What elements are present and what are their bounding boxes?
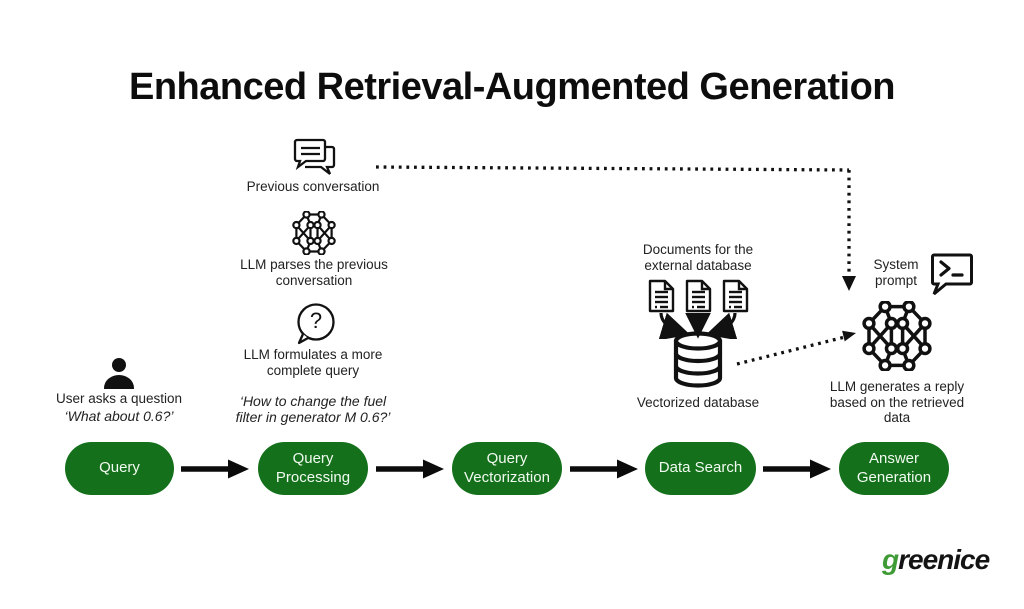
- system-prompt-label: System prompt: [873, 257, 919, 288]
- database-cylinder-icon: [673, 331, 723, 388]
- flow-arrow-icon: [570, 459, 638, 479]
- document-icon: [722, 279, 749, 313]
- documents-caption: Documents for the external database: [642, 242, 754, 273]
- chat-bubbles-icon: [293, 138, 336, 175]
- svg-text:?: ?: [310, 308, 322, 333]
- question-bubble-icon: ?: [297, 303, 335, 345]
- logo-rest: reenice: [898, 544, 990, 575]
- flow-step-answer-generation: Answer Generation: [839, 442, 949, 495]
- flow-arrow-icon: [763, 459, 831, 479]
- flow-arrow-icon: [181, 459, 249, 479]
- logo-letter-g: g: [882, 544, 899, 575]
- neural-network-icon: [292, 211, 336, 255]
- llm-parses-label: LLM parses the previous conversation: [240, 257, 388, 288]
- flow-arrow-icon: [376, 459, 444, 479]
- user-asks-label: User asks a question: [55, 391, 183, 406]
- diagram-title: Enhanced Retrieval-Augmented Generation: [129, 66, 896, 108]
- previous-conversation-label: Previous conversation: [246, 179, 380, 194]
- terminal-prompt-icon: [931, 253, 973, 296]
- flow-step-query: Query: [65, 442, 174, 495]
- user-icon: [104, 358, 134, 389]
- user-question-text: ‘What about 0.6?’: [64, 408, 174, 424]
- llm-formulates-label: LLM formulates a more complete query: [243, 347, 383, 378]
- document-icon: [685, 279, 712, 313]
- flow-step-query-processing: Query Processing: [258, 442, 368, 495]
- neural-network-icon: [862, 301, 932, 371]
- docs-to-db-arrows: [658, 313, 738, 339]
- llm-generates-caption: LLM generates a reply based on the retri…: [829, 379, 965, 426]
- flow-step-data-search: Data Search: [645, 442, 756, 495]
- document-icon: [648, 279, 675, 313]
- vectorized-db-caption: Vectorized database: [636, 395, 760, 410]
- flow-step-query-vectorization: Query Vectorization: [452, 442, 562, 495]
- refined-query-text: ‘How to change the fuel filter in genera…: [235, 393, 391, 426]
- greenice-logo: greenice: [882, 544, 990, 576]
